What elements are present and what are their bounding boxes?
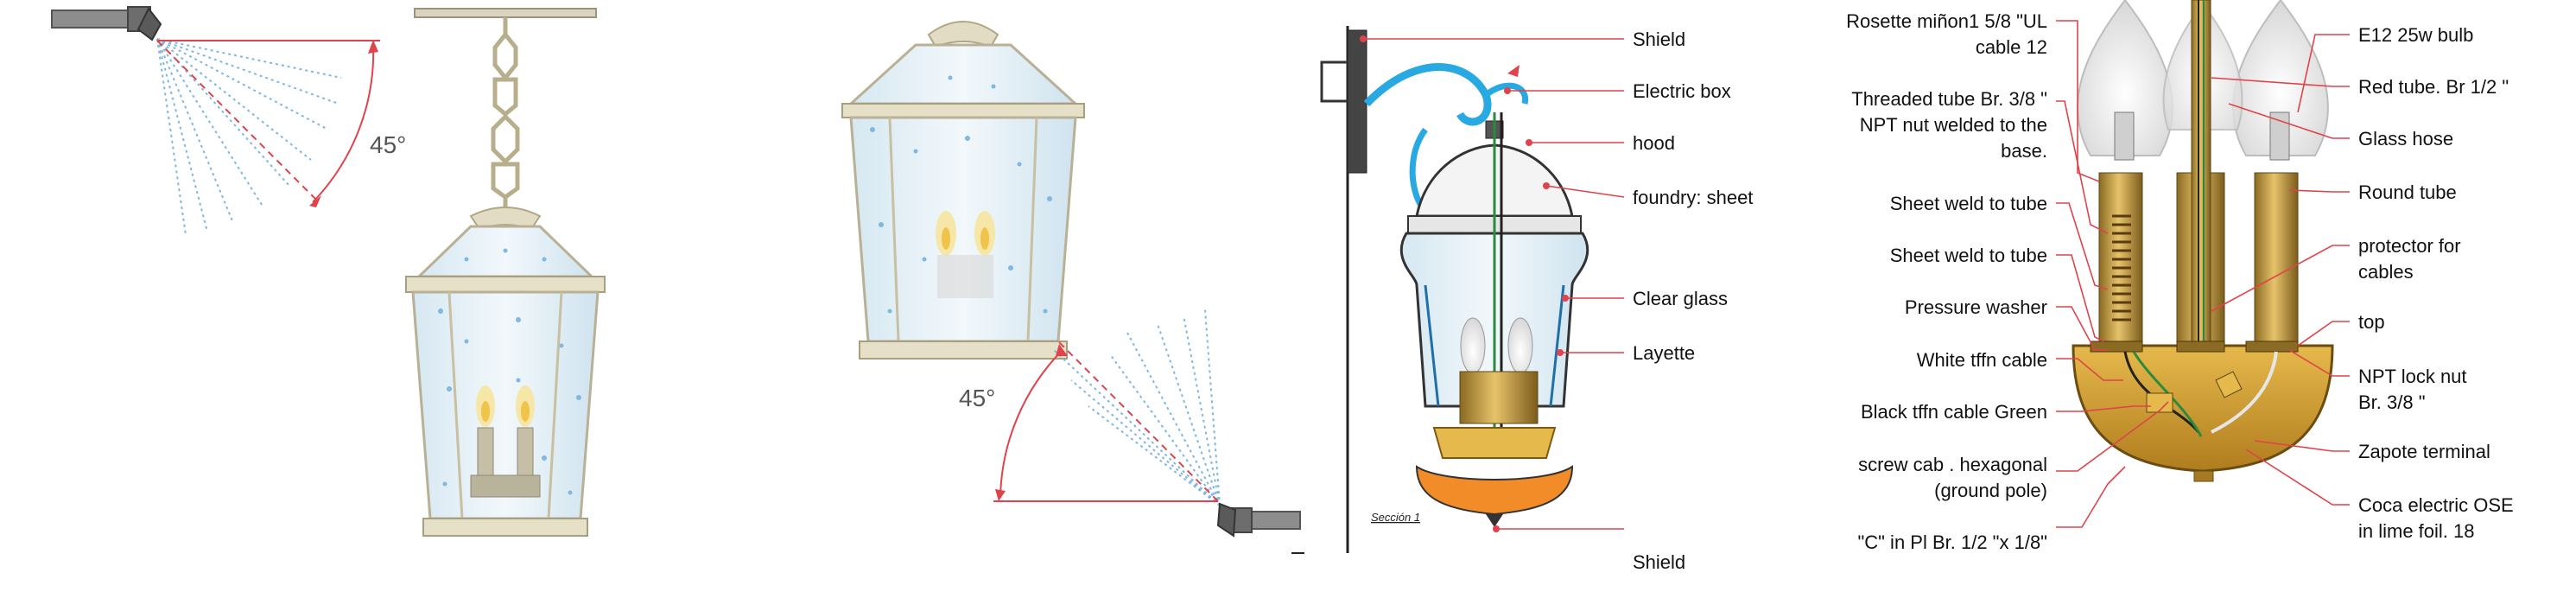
lantern-base	[422, 518, 588, 537]
label-round-tube: Round tube	[2358, 181, 2457, 203]
label-red-tube: Red tube. Br 1/2 "	[2358, 76, 2509, 98]
wall-arm	[1363, 63, 1492, 126]
electrical-detail	[2072, 0, 2334, 482]
angle-arrow-left-top	[368, 40, 378, 54]
red-tube	[2191, 0, 2211, 347]
label-zapote-terminal: Zapote terminal	[2358, 441, 2490, 462]
label-e12-bulb: E12 25w bulb	[2358, 24, 2473, 46]
label-cable-protector-2: cables	[2358, 261, 2414, 283]
angle-arrow-left-bottom	[309, 195, 321, 207]
label-foundry-sheet: foundry: sheet	[1633, 187, 1753, 208]
label-npt-nut: NPT nut welded to the	[1860, 114, 2047, 136]
label-ground-pole: (ground pole)	[1934, 480, 2047, 501]
section-bulbs	[1459, 317, 1539, 424]
parts-labels-left: Rosette miñon1 5/8 "UL cable 12 Threaded…	[1846, 10, 2047, 553]
angle-label-right: 45°	[959, 385, 995, 411]
lantern-top-band	[405, 276, 606, 293]
label-electric-box: Electric box	[1633, 80, 1731, 102]
label-npt-lock-nut-size: Br. 3/8 "	[2358, 391, 2426, 413]
label-black-cable: Black tffn cable Green	[1861, 401, 2047, 423]
electric-box	[1320, 60, 1348, 103]
ceiling-canopy	[414, 8, 597, 18]
lantern-roof-2	[847, 43, 1079, 105]
bottom-shield	[1415, 465, 1574, 516]
label-sheet-weld-2: Sheet weld to tube	[1890, 245, 2047, 266]
label-hood: hood	[1633, 132, 1675, 154]
label-rosette: Rosette miñon1 5/8 "UL	[1846, 10, 2047, 32]
label-coca-electric: Coca electric OSE	[2358, 494, 2514, 516]
label-clear-glass: Clear glass	[1633, 288, 1728, 309]
section-leaders	[1360, 35, 1625, 532]
section-labels: Shield Electric box hood foundry: sheet …	[1633, 29, 1753, 573]
label-layette: Layette	[1633, 342, 1695, 364]
label-threaded-tube: Threaded tube Br. 3/8 "	[1851, 88, 2047, 110]
crown-ornament-2	[927, 21, 999, 48]
wall-shield	[1347, 29, 1367, 174]
label-cable-protector: protector for	[2358, 235, 2461, 257]
candle-cluster-2	[936, 211, 995, 298]
candle-tube-right	[2254, 172, 2299, 347]
spray-nozzle-left	[51, 6, 162, 41]
label-npt-lock-nut: NPT lock nut	[2358, 366, 2467, 387]
label-pressure-washer: Pressure washer	[1905, 296, 2047, 318]
label-npt-nut-base: base.	[2001, 140, 2047, 162]
water-spray-left	[156, 38, 342, 236]
label-glass-hose: Glass hose	[2358, 128, 2453, 150]
section-view: Sección 1	[1291, 26, 1589, 554]
water-spray-right	[1053, 309, 1221, 506]
parts-leaders	[2056, 20, 2350, 528]
label-sheet-weld-1: Sheet weld to tube	[1890, 193, 2047, 214]
chain	[491, 17, 520, 216]
zapote-terminal	[2146, 392, 2173, 413]
label-rosette-cable: cable 12	[1976, 36, 2047, 58]
label-white-cable: White tffn cable	[1917, 349, 2047, 371]
lantern-glass-2	[849, 116, 1077, 343]
water-drops-left	[438, 248, 581, 495]
wire-nut	[2215, 371, 2243, 398]
label-c-plate: "C" in Pl Br. 1/2 "x 1/8"	[1857, 531, 2047, 553]
water-drops-2	[870, 75, 1052, 314]
angle-arc-right	[999, 349, 1063, 499]
angle-label-left: 45°	[370, 131, 406, 158]
pendant-lantern	[405, 8, 606, 537]
candle-cluster-left	[470, 385, 541, 498]
label-shield-bottom: Shield	[1633, 551, 1685, 573]
label-hex-screw: screw cab . hexagonal	[1858, 454, 2047, 475]
spring-left	[2112, 214, 2131, 321]
spray-nozzle-right	[1216, 502, 1301, 538]
angle-dashed-line-left	[156, 40, 320, 204]
parts-labels-right: E12 25w bulb Red tube. Br 1/2 " Glass ho…	[2358, 24, 2514, 542]
section-caption: Sección 1	[1371, 511, 1420, 524]
label-lime-foil: in lime foil. 18	[2358, 520, 2475, 542]
angle-dashed-line-right	[1057, 341, 1219, 502]
label-shield-top: Shield	[1633, 29, 1685, 50]
label-top: top	[2358, 311, 2385, 333]
spray-test-left: 45°	[51, 6, 406, 236]
angle-arc-left	[312, 42, 375, 203]
wall-lantern-spray: 45°	[841, 21, 1301, 538]
